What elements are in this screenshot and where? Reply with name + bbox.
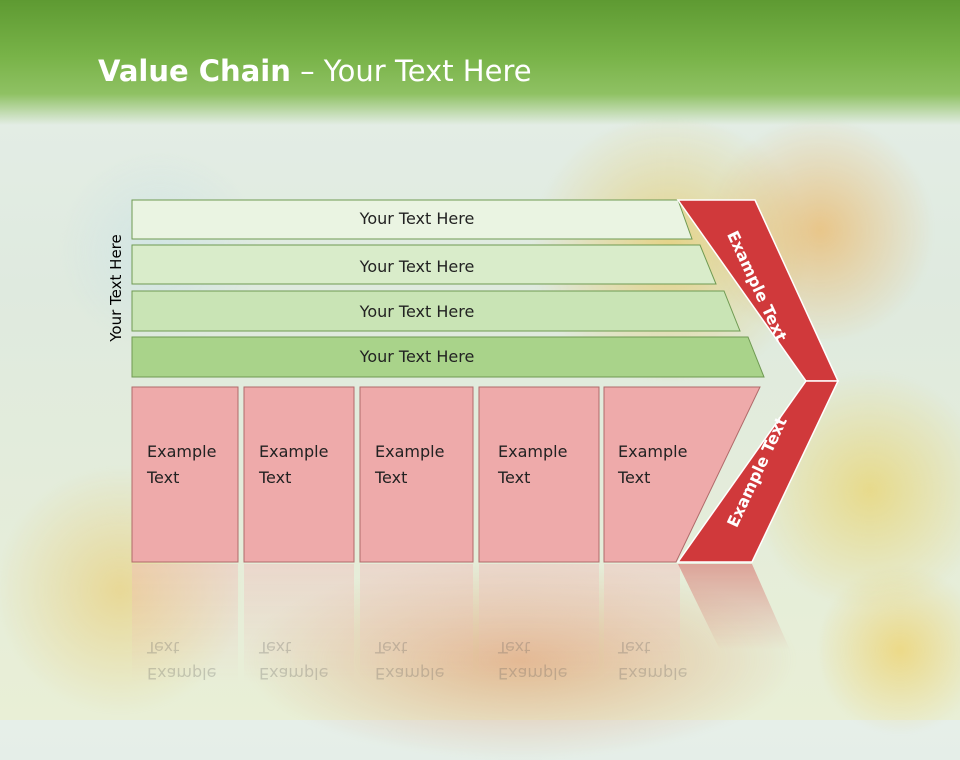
- title-bold: Value Chain: [98, 54, 291, 88]
- activity-box-4[interactable]: [478, 386, 600, 563]
- value-chain-diagram: [131, 199, 840, 684]
- activity-4-line1: Example: [498, 442, 568, 461]
- support-band-3[interactable]: [131, 290, 741, 332]
- activity-4-reflection: Example Text: [498, 634, 567, 686]
- activity-5-line1: Example: [618, 442, 688, 461]
- activity-box-2[interactable]: [243, 386, 355, 563]
- activity-box-3[interactable]: [359, 386, 474, 563]
- support-band-3-text: Your Text Here: [359, 302, 475, 321]
- activity-2-reflection: Example Text: [259, 634, 328, 686]
- support-band-2-text: Your Text Here: [359, 257, 475, 276]
- support-band-4[interactable]: [131, 336, 765, 378]
- activity-box-1[interactable]: [131, 386, 239, 563]
- header-bar: [0, 0, 960, 125]
- activity-2-line1: Example: [259, 442, 329, 461]
- activity-1-line2: Text: [147, 468, 180, 487]
- activity-3-reflection: Example Text: [375, 634, 444, 686]
- activity-box-5[interactable]: [603, 386, 761, 563]
- activity-1-reflection: Example Text: [147, 634, 216, 686]
- activity-2-reflection-line2: Text: [259, 638, 292, 657]
- activity-5-reflection-line1: Example: [618, 664, 688, 683]
- activity-4-line2: Text: [498, 468, 531, 487]
- activity-4-reflection-line2: Text: [498, 638, 531, 657]
- activity-2-reflection-line1: Example: [259, 664, 329, 683]
- slide-title: Value Chain – Your Text Here: [98, 54, 532, 88]
- activity-1-reflection-line1: Example: [147, 664, 217, 683]
- margin-chevron-lower[interactable]: [676, 380, 840, 563]
- activity-2-line2: Text: [259, 468, 292, 487]
- support-band-1[interactable]: [131, 199, 693, 240]
- activity-3-reflection-line1: Example: [375, 664, 445, 683]
- support-band-2[interactable]: [131, 244, 717, 285]
- activity-5-reflection: Example Text: [618, 634, 687, 686]
- reflection: [132, 564, 790, 684]
- activity-4-reflection-line1: Example: [498, 664, 568, 683]
- title-rest: – Your Text Here: [290, 54, 532, 88]
- activity-3-reflection-line2: Text: [375, 638, 408, 657]
- activity-1-reflection-line2: Text: [147, 638, 180, 657]
- activity-5-reflection-line2: Text: [618, 638, 651, 657]
- activity-3-line2: Text: [375, 468, 408, 487]
- activity-5-line2: Text: [618, 468, 651, 487]
- activity-1-line1: Example: [147, 442, 217, 461]
- support-band-4-text: Your Text Here: [359, 347, 475, 366]
- support-band-1-text: Your Text Here: [359, 209, 475, 228]
- activity-3-line1: Example: [375, 442, 445, 461]
